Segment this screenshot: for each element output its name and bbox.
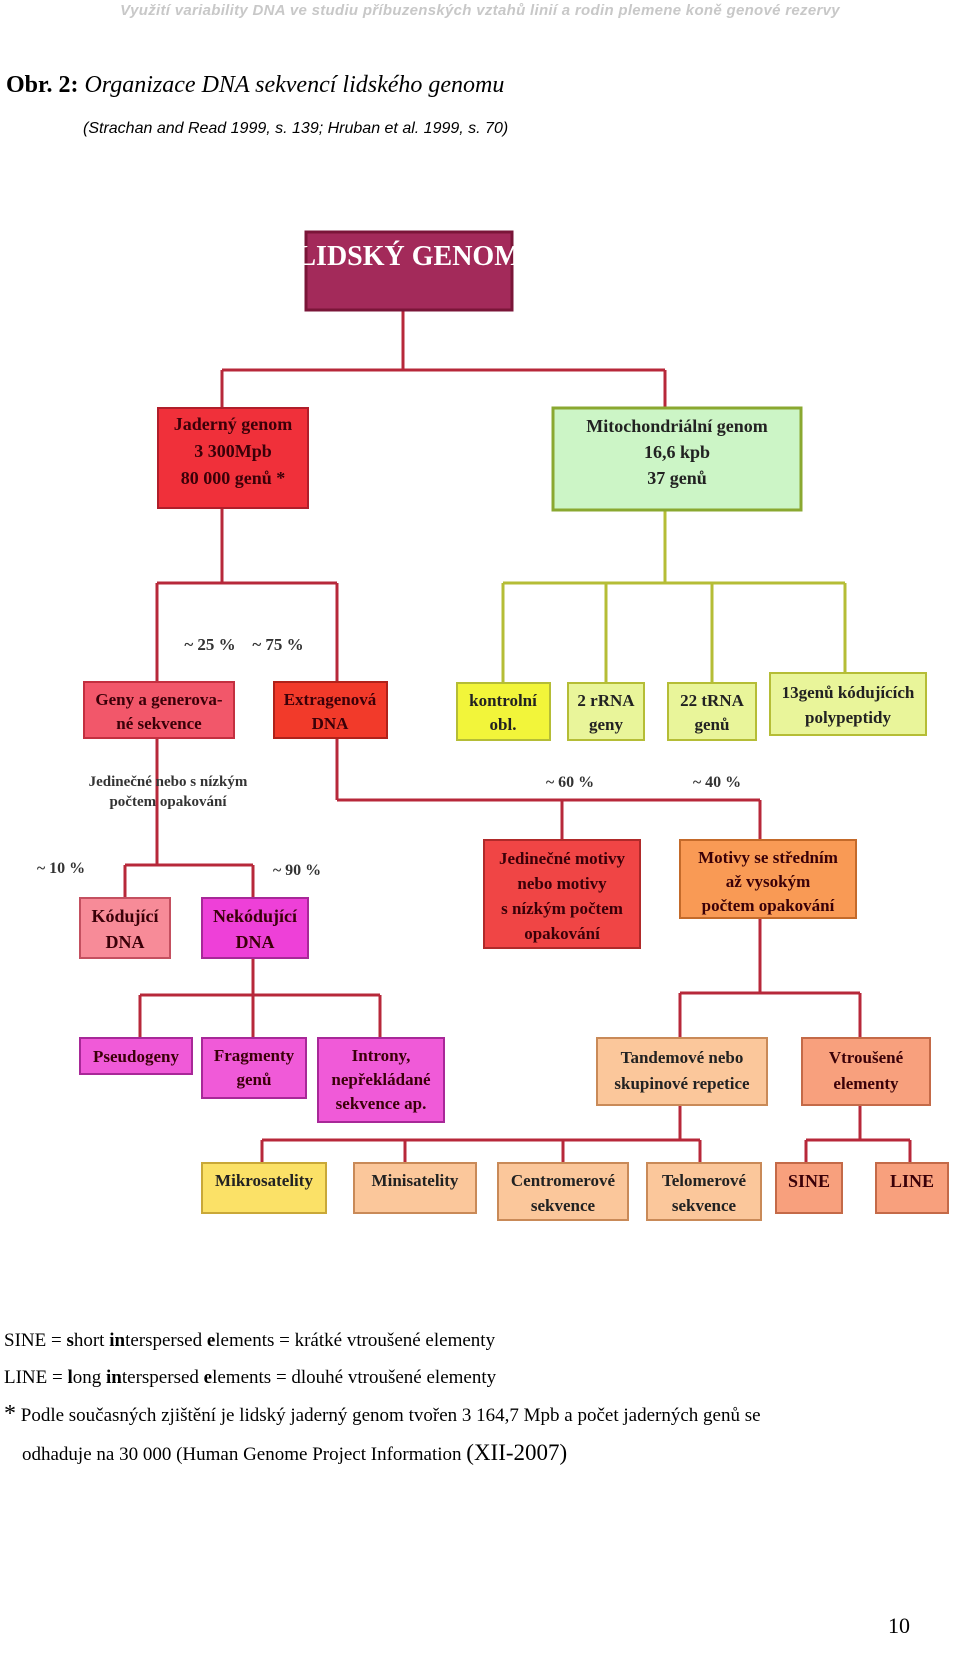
interspersed-elements-box: Vtroušené elementy	[801, 1037, 931, 1106]
coding-dna-box: Kódující DNA	[79, 897, 171, 959]
extragenic-line-2: DNA	[312, 714, 350, 733]
microsatellites-box: Mikrosatelity	[201, 1162, 327, 1214]
genes-line-2: né sekvence	[116, 714, 202, 733]
control-line-1: kontrolní	[469, 691, 537, 710]
repeat-motifs-line-2: až vysokým	[726, 872, 811, 891]
interspersed-line-2: elementy	[833, 1074, 899, 1093]
coding-line-1: Kódující	[91, 906, 159, 926]
root-box: LIDSKÝ GENOM	[297, 230, 521, 312]
running-header: Využití variability DNA ve studiu příbuz…	[120, 2, 840, 19]
gene-fragments-line-1: Fragmenty	[214, 1046, 295, 1065]
centromeric-box: Centromerové sekvence	[497, 1162, 629, 1221]
genes-line-1: Geny a generova-	[95, 690, 223, 709]
unique-low-line-1: Jedinečné nebo s nízkým	[89, 774, 248, 790]
introns-line-3: sekvence ap.	[336, 1094, 427, 1113]
telomeric-line-1: Telomerové	[662, 1171, 746, 1190]
nuclear-line-2: 3 300Mpb	[194, 441, 272, 461]
figure-title: Obr. 2: Organizace DNA sekvencí lidského…	[6, 72, 504, 99]
line-definition: LINE = long interspersed elements = dlou…	[4, 1367, 497, 1388]
introns-box: Introny, nepřekládané sekvence ap.	[317, 1037, 445, 1123]
footnote-continued: odhaduje na 30 000 (Human Genome Project…	[22, 1440, 568, 1465]
polypeptide-line-1: 13genů kódujících	[782, 683, 915, 702]
pct-90-label: ~ 90 %	[273, 862, 321, 879]
genes-box: Geny a generova- né sekvence	[83, 681, 235, 739]
tandem-line-2: skupinové repetice	[614, 1074, 750, 1093]
page-number: 10	[888, 1613, 910, 1638]
minisatellites-box: Minisatelity	[353, 1162, 477, 1214]
root-label: LIDSKÝ GENOM	[297, 241, 520, 272]
figure-source: (Strachan and Read 1999, s. 139; Hruban …	[83, 120, 509, 137]
extragenic-line-1: Extragenová	[284, 690, 377, 709]
connectors	[123, 310, 912, 1163]
pct-60-label: ~ 60 %	[546, 774, 594, 791]
pseudogenes-box: Pseudogeny	[79, 1037, 193, 1075]
noncoding-line-1: Nekódující	[213, 906, 298, 926]
coding-line-2: DNA	[106, 932, 145, 952]
unique-motifs-line-4: opakování	[524, 924, 600, 943]
notes: SINE = short interspersed elements = krá…	[4, 1322, 761, 1473]
mito-line-1: Mitochondriální genom	[586, 416, 768, 436]
gene-fragments-box: Fragmenty genů	[201, 1037, 307, 1099]
pct-25-label: ~ 25 %	[184, 635, 235, 654]
sine-definition: SINE = short interspersed elements = krá…	[4, 1330, 496, 1351]
control-line-2: obl.	[490, 715, 517, 734]
rrna-line-2: geny	[589, 715, 624, 734]
nuclear-line-3: 80 000 genů *	[181, 468, 286, 488]
unique-motifs-box: Jedinečné motivy nebo motivy s nízkým po…	[483, 839, 641, 949]
unique-motifs-line-2: nebo motivy	[517, 874, 607, 893]
polypeptide-line-2: polypeptidy	[805, 708, 891, 727]
trna-box: 22 tRNA genů	[667, 682, 757, 741]
mito-line-3: 37 genů	[647, 468, 707, 488]
introns-line-2: nepřekládané	[331, 1070, 431, 1089]
minisat-label: Minisatelity	[372, 1171, 459, 1190]
sine-box: SINE	[775, 1162, 843, 1214]
tandem-line-1: Tandemové nebo	[621, 1048, 744, 1067]
noncoding-dna-box: Nekódující DNA	[201, 897, 309, 959]
repeat-motifs-line-1: Motivy se středním	[698, 848, 838, 867]
repeat-motifs-line-3: počtem opakování	[702, 896, 835, 915]
trna-line-2: genů	[695, 715, 730, 734]
rrna-box: 2 rRNA geny	[567, 682, 645, 741]
pct-10-label: ~ 10 %	[37, 860, 85, 877]
pct-40-label: ~ 40 %	[693, 774, 741, 791]
extragenic-box: Extragenová DNA	[273, 681, 388, 739]
trna-line-1: 22 tRNA	[680, 691, 744, 710]
figure-number: Obr. 2:	[6, 72, 79, 98]
telomeric-line-2: sekvence	[672, 1196, 737, 1215]
genome-diagram: LIDSKÝ GENOM Jaderný genom 3 300Mpb 80 0…	[37, 230, 949, 1221]
noncoding-line-2: DNA	[236, 932, 275, 952]
telomeric-box: Telomerové sekvence	[646, 1162, 762, 1221]
repeat-motifs-box: Motivy se středním až vysokým počtem opa…	[679, 839, 857, 919]
microsat-label: Mikrosatelity	[215, 1171, 313, 1190]
introns-line-1: Introny,	[352, 1046, 411, 1065]
centromeric-line-1: Centromerové	[511, 1171, 616, 1190]
unique-motifs-line-1: Jedinečné motivy	[499, 849, 626, 868]
footnote: * Podle současných zjištění je lidský ja…	[4, 1401, 761, 1427]
pseudogenes-label: Pseudogeny	[93, 1047, 179, 1066]
tandem-repeats-box: Tandemové nebo skupinové repetice	[596, 1037, 768, 1106]
nuclear-line-1: Jaderný genom	[174, 414, 293, 434]
figure-title-text: Organizace DNA sekvencí lidského genomu	[84, 72, 505, 98]
line-label: LINE	[890, 1171, 934, 1191]
nuclear-genome-box: Jaderný genom 3 300Mpb 80 000 genů *	[157, 407, 309, 509]
sine-label: SINE	[788, 1171, 830, 1191]
centromeric-line-2: sekvence	[531, 1196, 596, 1215]
mito-genome-box: Mitochondriální genom 16,6 kpb 37 genů	[551, 406, 803, 512]
rrna-line-1: 2 rRNA	[577, 691, 635, 710]
unique-motifs-line-3: s nízkým počtem	[501, 899, 623, 918]
mito-line-2: 16,6 kpb	[644, 442, 710, 462]
gene-fragments-line-2: genů	[237, 1070, 272, 1089]
unique-low-line-2: počtem opakování	[109, 794, 227, 810]
polypeptide-genes-box: 13genů kódujících polypeptidy	[769, 672, 927, 736]
pct-75-label: ~ 75 %	[252, 635, 303, 654]
line-box: LINE	[875, 1162, 949, 1214]
control-region-box: kontrolní obl.	[456, 682, 551, 741]
interspersed-line-1: Vtroušené	[829, 1048, 904, 1067]
